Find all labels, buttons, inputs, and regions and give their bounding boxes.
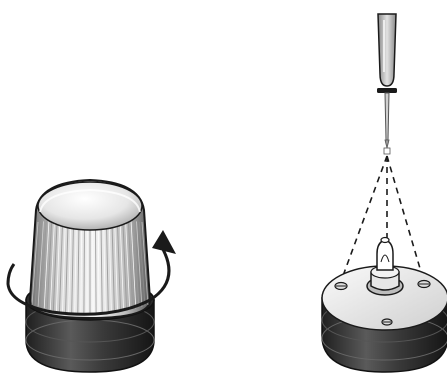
lens-rib [95,218,96,315]
beacon-lens-body [30,180,150,318]
screwdriver-icon [377,14,397,154]
screw-left [335,283,347,290]
screw-right [418,281,430,288]
bulb-icon [377,238,393,271]
lens-rib [84,218,85,315]
beacon-base-right [322,238,447,373]
beacon-lens-group [8,180,176,372]
screw-front [382,319,392,325]
